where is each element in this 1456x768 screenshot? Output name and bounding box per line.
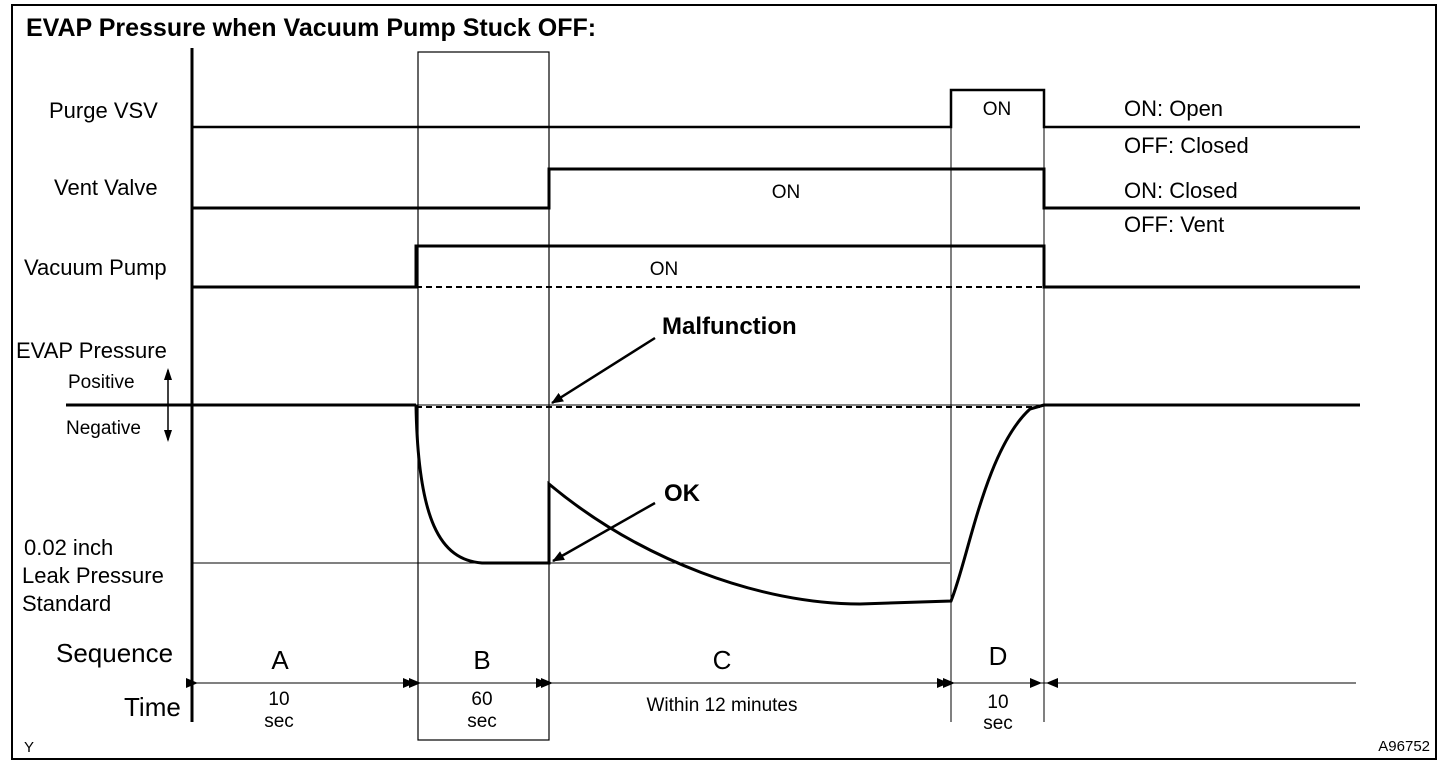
leak-standard-line1: 0.02 inch	[24, 535, 113, 560]
purge-vsv-legend-off: OFF: Closed	[1124, 133, 1249, 158]
phase-d-time-unit: sec	[983, 713, 1013, 734]
phase-d-letter: D	[989, 641, 1008, 671]
negative-arrow-icon	[164, 430, 172, 442]
corner-mark: Y	[24, 739, 34, 756]
sequence-label: Sequence	[56, 638, 173, 668]
phase-b-time-value: 60	[471, 689, 492, 710]
phase-a-time-value: 10	[268, 689, 289, 710]
outer-frame	[11, 4, 1437, 760]
ok-pressure-curve	[414, 403, 1045, 606]
vent-valve-legend-on: ON: Closed	[1124, 178, 1238, 203]
time-label: Time	[124, 692, 181, 722]
phase-b-letter: B	[473, 645, 490, 675]
purge-vsv-label: Purge VSV	[49, 98, 158, 123]
positive-arrow-icon	[164, 368, 172, 380]
phase-a-time-unit: sec	[264, 711, 294, 732]
malfunction-annotation: Malfunction	[662, 313, 797, 340]
purge-vsv-on-text: ON	[983, 99, 1012, 120]
phase-b-time-unit: sec	[467, 711, 497, 732]
vent-valve-label: Vent Valve	[54, 175, 158, 200]
vacuum-pump-on-text: ON	[650, 259, 679, 280]
positive-label: Positive	[68, 372, 135, 393]
phase-b-box	[417, 51, 550, 741]
vacuum-pump-trace	[193, 244, 1360, 289]
vent-valve-trace	[193, 167, 1360, 210]
purge-vsv-legend-on: ON: Open	[1124, 96, 1223, 121]
phase-c-letter: C	[713, 645, 732, 675]
phase-d-time-value: 10	[987, 692, 1008, 713]
malfunction-arrow-icon	[551, 336, 656, 405]
leak-standard-line3: Standard	[22, 591, 111, 616]
leak-standard-line2: Leak Pressure	[22, 563, 164, 588]
diagram-title: EVAP Pressure when Vacuum Pump Stuck OFF…	[26, 14, 596, 42]
purge-vsv-trace	[193, 88, 1360, 129]
vacuum-pump-label: Vacuum Pump	[24, 255, 167, 280]
ok-arrow-icon	[552, 501, 656, 563]
figure-code: A96752	[1378, 738, 1430, 755]
evap-pressure-label: EVAP Pressure	[16, 338, 167, 363]
vent-valve-on-text: ON	[772, 182, 801, 203]
negative-label: Negative	[66, 418, 141, 439]
ok-annotation: OK	[664, 480, 701, 507]
phase-c-time-value: Within 12 minutes	[646, 695, 797, 716]
phase-a-letter: A	[271, 645, 289, 675]
vent-valve-legend-off: OFF: Vent	[1124, 212, 1224, 237]
